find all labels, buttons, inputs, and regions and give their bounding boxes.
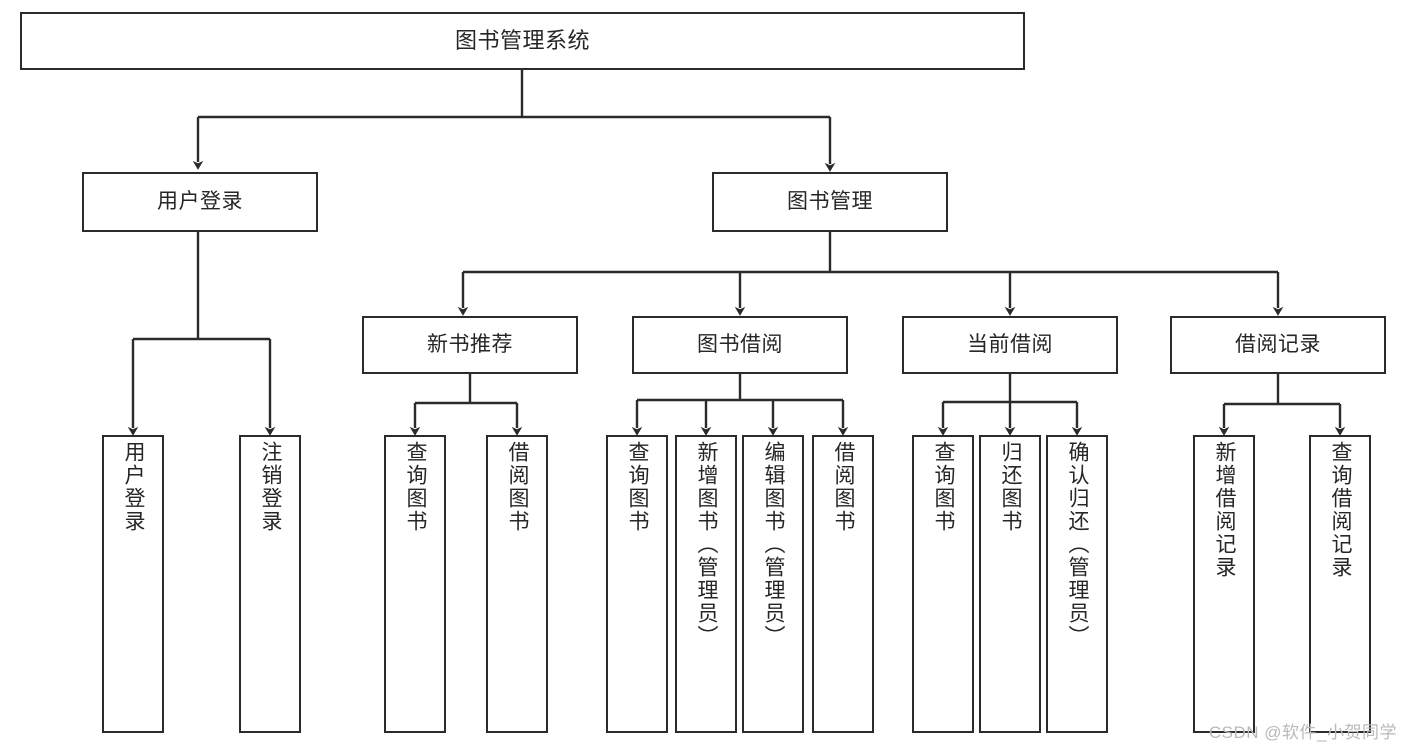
leaf-add-book[interactable]: 新增图书（管理员） [675, 435, 737, 733]
node-user-login-label: 用户登录 [157, 189, 243, 213]
node-new-book-recommend[interactable]: 新书推荐 [362, 316, 578, 374]
node-book-borrow[interactable]: 图书借阅 [632, 316, 848, 374]
node-root[interactable]: 图书管理系统 [20, 12, 1025, 70]
leaf-edit-book-label: 编辑图书（管理员） [762, 441, 786, 648]
leaf-query-borrow-record-label: 查询借阅记录 [1329, 441, 1353, 579]
node-borrow-record[interactable]: 借阅记录 [1170, 316, 1386, 374]
node-book-manage-label: 图书管理 [787, 189, 873, 213]
leaf-return-book-label: 归还图书 [999, 441, 1023, 533]
leaf-logout[interactable]: 注销登录 [239, 435, 301, 733]
leaf-user-login[interactable]: 用户登录 [102, 435, 164, 733]
leaf-query-book-3-label: 查询图书 [932, 441, 956, 533]
leaf-user-login-label: 用户登录 [122, 441, 146, 533]
node-borrow-record-label: 借阅记录 [1235, 332, 1321, 356]
leaf-add-book-label: 新增图书（管理员） [695, 441, 719, 648]
node-current-borrow[interactable]: 当前借阅 [902, 316, 1118, 374]
leaf-borrow-book-1-label: 借阅图书 [506, 441, 530, 533]
node-current-borrow-label: 当前借阅 [967, 332, 1053, 356]
leaf-query-book-1-label: 查询图书 [404, 441, 428, 533]
node-new-book-recommend-label: 新书推荐 [427, 332, 513, 356]
leaf-logout-label: 注销登录 [259, 441, 283, 533]
node-book-borrow-label: 图书借阅 [697, 332, 783, 356]
leaf-query-book-2-label: 查询图书 [626, 441, 650, 533]
leaf-query-book-1[interactable]: 查询图书 [384, 435, 446, 733]
node-book-manage[interactable]: 图书管理 [712, 172, 948, 232]
leaf-confirm-return-label: 确认归还（管理员） [1066, 441, 1090, 648]
csdn-watermark: CSDN @软件_小贺同学 [1208, 723, 1397, 742]
leaf-return-book[interactable]: 归还图书 [979, 435, 1041, 733]
leaf-query-book-3[interactable]: 查询图书 [912, 435, 974, 733]
leaf-confirm-return[interactable]: 确认归还（管理员） [1046, 435, 1108, 733]
leaf-add-borrow-record-label: 新增借阅记录 [1213, 441, 1237, 579]
leaf-query-book-2[interactable]: 查询图书 [606, 435, 668, 733]
leaf-edit-book[interactable]: 编辑图书（管理员） [742, 435, 804, 733]
node-user-login[interactable]: 用户登录 [82, 172, 318, 232]
leaf-add-borrow-record[interactable]: 新增借阅记录 [1193, 435, 1255, 733]
node-root-label: 图书管理系统 [454, 27, 590, 53]
leaf-query-borrow-record[interactable]: 查询借阅记录 [1309, 435, 1371, 733]
leaf-borrow-book-1[interactable]: 借阅图书 [486, 435, 548, 733]
leaf-borrow-book-2[interactable]: 借阅图书 [812, 435, 874, 733]
leaf-borrow-book-2-label: 借阅图书 [832, 441, 856, 533]
